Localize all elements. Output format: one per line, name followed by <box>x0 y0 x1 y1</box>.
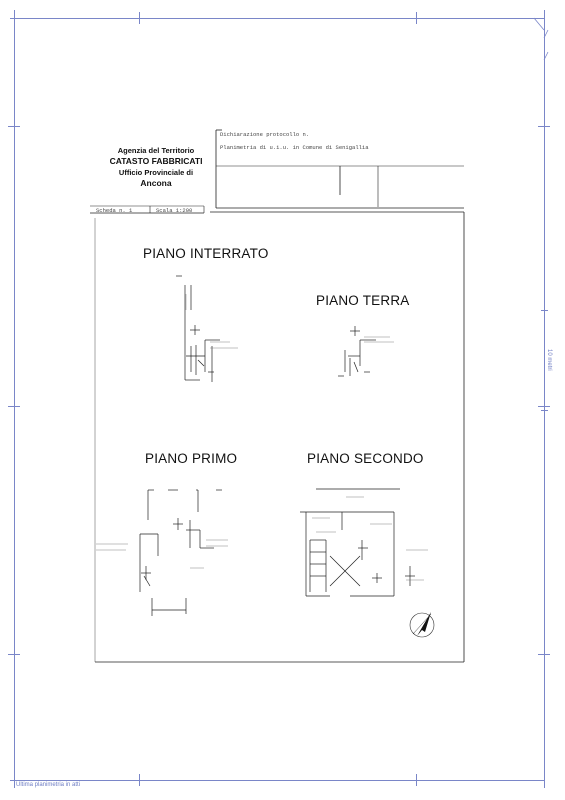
tick <box>416 12 417 24</box>
tick <box>139 12 140 24</box>
scale-side-label: 10 metri <box>546 349 552 371</box>
north-arrow-icon <box>409 612 435 638</box>
agency-block: Agenzia del Territorio CATASTO FABBRICAT… <box>100 145 212 189</box>
agency-city: Ancona <box>140 178 172 188</box>
floor-title-second: PIANO SECONDO <box>307 451 424 466</box>
tick <box>538 126 550 127</box>
floor-title-ground: PIANO TERRA <box>316 293 410 308</box>
tick <box>541 410 548 411</box>
tick <box>8 654 20 655</box>
floor-title-basement: PIANO INTERRATO <box>143 246 269 261</box>
frame-left <box>14 10 15 788</box>
frame-bottom <box>10 780 545 781</box>
frame-right <box>544 10 545 788</box>
frame-top <box>10 18 545 19</box>
declaration-text: Dichiarazione protocollo n. <box>220 131 310 138</box>
tick <box>538 654 550 655</box>
planimetry-text: Planimetria di u.i.u. in Comune di Senig… <box>220 144 369 151</box>
tick <box>8 406 20 407</box>
tick <box>416 774 417 786</box>
tick <box>8 126 20 127</box>
agency-office: Ufficio Provinciale di <box>118 168 194 177</box>
scale-text: Scala 1:200 <box>156 207 193 214</box>
agency-name: Agenzia del Territorio <box>117 146 195 155</box>
tick <box>538 406 550 407</box>
tick <box>139 774 140 786</box>
sheet-number: Scheda n. 1 <box>96 207 133 214</box>
footer-label: Ultima planimetria in atti <box>16 782 81 788</box>
agency-department: CATASTO FABBRICATI <box>109 156 203 166</box>
tick <box>541 310 548 311</box>
floor-title-first: PIANO PRIMO <box>145 451 238 466</box>
